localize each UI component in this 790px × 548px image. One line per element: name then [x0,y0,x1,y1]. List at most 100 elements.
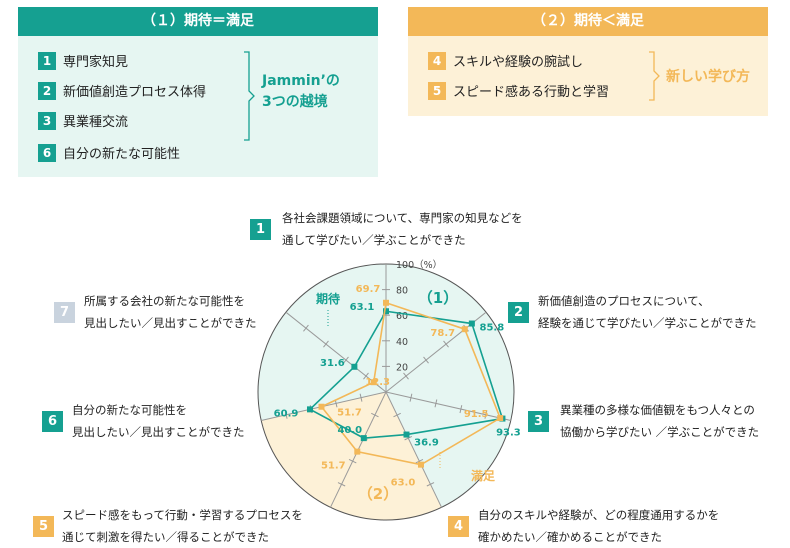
radar-value-label-satisfaction-4: 63.0 [391,478,416,489]
box1-bracket-label: Jammin’の 3つの越境 [262,71,340,113]
box1-item-2-number: 2 [38,81,56,100]
box1-bracket [244,51,255,141]
radar-tick-2-60 [443,340,449,348]
radar-value-label-expectation-4: 36.9 [414,438,439,449]
box1-item-1-label: 専門家知見 [63,55,129,70]
radar-point-satisfaction-6 [318,403,325,410]
axis-1-number: 1 [250,219,271,240]
axis-6-text: 自分の新たな可能性を 見出したい／見出すことができた [72,399,245,443]
axis-6-line1: 自分の新たな可能性を [72,403,187,417]
radar-point-satisfaction-3 [497,415,504,422]
radar-tick-6-80 [284,410,288,419]
radar-region-label-group1: （1） [418,289,458,307]
axis-3-text: 異業種の多様な価値観をもつ人々との 協働から学びたい ／学ぶことができた [560,399,759,443]
axis-3-line1: 異業種の多様な価値観をもつ人々との [560,403,755,417]
axis-5-line1: スピード感をもって行動・学習するプロセスを [62,508,303,522]
axis-4-line1: 自分のスキルや経験が、どの程度通用するかを [478,508,720,522]
box1-item-3-label: 異業種交流 [63,115,129,130]
radar-tick-4-80 [426,482,435,487]
radar-scale-label: 20 [396,362,408,373]
radar-tick-4-40 [404,435,413,441]
radar-spoke-7 [285,311,387,393]
axis-2-line2: 経験を通じて学びたい／学ぶことができた [538,316,757,330]
radar-point-expectation-1 [383,308,389,315]
box2-bracket-label: 新しい学び方 [666,69,750,85]
radar-tick-7-80 [303,324,309,332]
radar-region-label-group2: （2） [358,485,398,503]
box2-item-4-number: 4 [428,51,446,70]
radar-value-label-satisfaction-2: 78.7 [430,328,455,339]
axis-1-line2: 通して学びたい／学ぶことができた [282,233,466,247]
radar-series-expectation-line [308,310,504,439]
radar-point-satisfaction-7 [370,379,377,386]
axis-1-text: 各社会課題領域について、専門家の知見などを 通して学びたい／学ぶことができた [282,207,523,251]
box1-header: （１）期待＝満足 [18,7,378,36]
axis-2-text: 新価値創造のプロセスについて、 経験を通じて学びたい／学ぶことができた [538,290,757,334]
radar-tick-3-20 [409,393,413,402]
radar-tick-7-60 [323,340,329,348]
axis-7-line2: 見出したい／見出すことができた [84,316,257,330]
radar-group1-sector-a [386,264,514,508]
box2-bracket [649,51,660,101]
box2-item-5-label: スピード感ある行動と学習 [453,85,610,100]
box1-item-1: 1 専門家知見 [38,51,128,70]
radar-spoke-4 [385,391,442,508]
radar-point-expectation-5 [360,435,367,442]
radar-axis-unit: 100（%） [396,259,442,271]
radar-group1-sector-b [258,264,386,421]
radar-tick-4-20 [393,412,401,418]
axis-3-number: 3 [528,411,549,432]
box1-item-6-number: 6 [38,143,56,162]
box1-item-3: 3 異業種交流 [38,111,128,130]
radar-tick-5-80 [337,482,346,487]
box2-item-5-number: 5 [428,81,446,100]
box1-item-2: 2 新価値創造プロセス体得 [38,81,206,100]
box2-item-4: 4 スキルや経験の腕試し [428,51,583,70]
axis-3-line2: 協働から学びたい ／学ぶことができた [560,425,760,439]
axis-4-line2: 確かめたい／確かめることができた [478,530,662,544]
box1-item-3-number: 3 [38,111,56,130]
radar-tick-7-20 [363,372,369,380]
radar-tick-4-60 [415,459,424,464]
axis-2-number: 2 [508,302,529,323]
radar-value-label-expectation-2: 85.8 [480,323,505,334]
axis-5-line2: 通じて刺激を得たい／得ることができた [62,530,269,544]
radar-scale-label: 60 [396,311,408,322]
box1-item-6: 6 自分の新たな可能性 [38,143,180,162]
radar-spoke-3 [385,391,511,421]
radar-tick-7-40 [343,356,349,364]
radar-point-satisfaction-4 [417,461,424,468]
radar-value-label-satisfaction-7: 12.3 [365,377,390,388]
radar-value-label-satisfaction-3: 91.5 [464,409,489,420]
box1-bracket-label-line1: Jammin’の [262,73,340,89]
axis-5-text: スピード感をもって行動・学習するプロセスを 通じて刺激を得たい／得ることができた [62,504,303,548]
axis-7-text: 所属する会社の新たな可能性を 見出したい／見出すことができた [84,290,257,334]
radar-tick-3-80 [484,410,488,419]
radar-point-expectation-6 [307,406,314,413]
axis-2-line1: 新価値創造のプロセスについて、 [538,294,710,308]
radar-tick-3-40 [434,399,438,408]
box2-item-5: 5 スピード感ある行動と学習 [428,81,609,100]
summary-box-expectation-less-than-satisfaction: （２）期待＜満足 4 スキルや経験の腕試し 5 スピード感ある行動と学習 新しい… [408,7,768,116]
radar-scale-label: 40 [396,337,408,348]
radar-group2-sector [261,392,442,520]
radar-point-expectation-2 [468,320,475,327]
box2-header: （２）期待＜満足 [408,7,768,36]
box1-item-2-label: 新価値創造プロセス体得 [63,85,207,100]
radar-value-label-satisfaction-6: 51.7 [337,408,362,419]
radar-value-label-expectation-3: 93.3 [496,428,521,439]
radar-point-expectation-7 [351,363,358,370]
radar-series-name-expectation: 期待 [316,291,340,306]
box1-item-1-number: 1 [38,51,56,70]
radar-tick-2-40 [423,356,429,364]
radar-point-satisfaction-5 [354,448,361,455]
axis-6-number: 6 [42,411,63,432]
radar-value-label-expectation-6: 60.9 [274,408,299,419]
axis-4-number: 4 [448,516,469,537]
box2-item-4-label: スキルや経験の腕試し [453,55,584,70]
radar-value-label-expectation-5: 40.0 [337,425,362,436]
axis-7-number: 7 [54,302,75,323]
axis-5-number: 5 [33,516,54,537]
radar-series-name-satisfaction: 満足 [471,468,495,483]
